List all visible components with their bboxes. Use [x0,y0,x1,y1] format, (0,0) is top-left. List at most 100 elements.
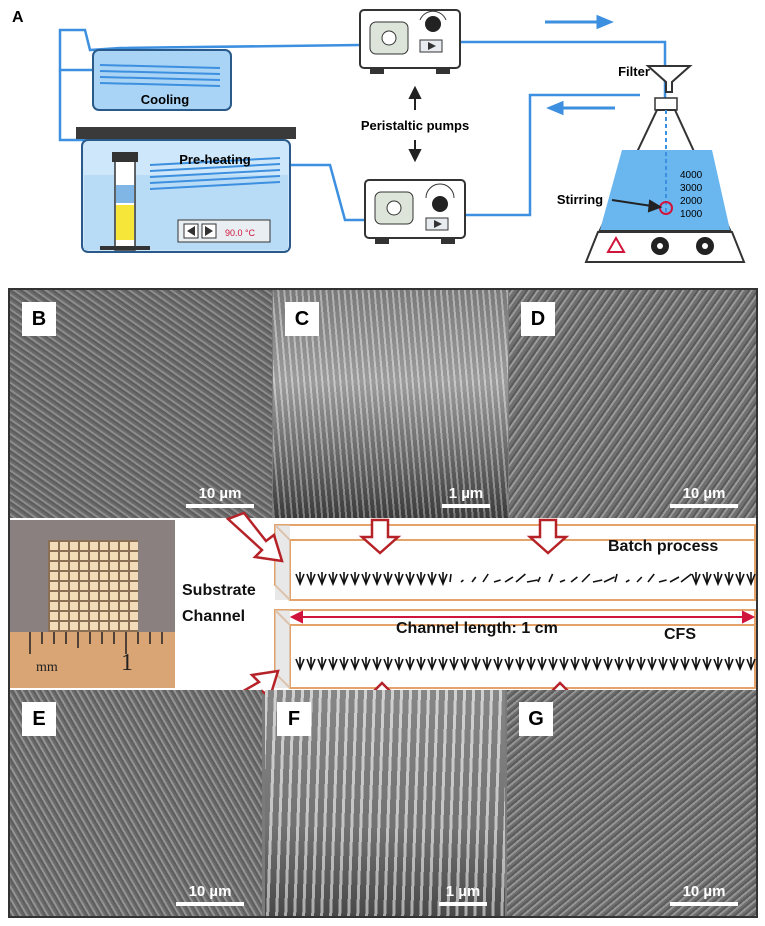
nanorod-glyph [515,573,526,583]
panel-a-diagram: A Cooling [12,9,746,263]
hotplate-lid [76,127,296,139]
nanorod-glyph [559,579,566,583]
scale-bar-e: 10 µm [176,883,244,906]
sem-panel-b: B 10 µm [10,290,272,518]
nanorod-glyph [306,657,316,672]
peristaltic-pump-top [359,9,461,74]
nanorod-glyph [482,657,492,672]
nanorod-glyph [625,579,630,583]
panel-letter-e: E [22,702,56,736]
nanorod-glyph [372,572,382,587]
nanorod-glyph [636,576,643,583]
nanorod-glyph [504,576,514,583]
nanorod-glyph [537,576,541,583]
substrate-label: Substrate [182,582,256,599]
temp-display: 90.0 °C [225,228,256,238]
panel-letter-c: C [285,302,319,336]
nanorod-glyph [669,576,680,583]
nanorod-glyph [691,657,701,672]
nanorod-glyph [394,657,404,672]
nanorod-glyph [350,572,360,587]
nanorod-glyph [317,657,327,672]
scale-bar-d: 10 µm [670,485,738,508]
ruler-number-label: 1 [121,650,133,676]
filter-label: Filter [618,64,650,79]
channel-schematic [223,511,756,705]
nanorod-glyph [735,657,745,672]
batch-channel [274,524,756,601]
scale-bar-g: 10 µm [670,883,738,906]
scale-text-e: 10 µm [188,883,232,900]
nanorod-glyph [350,657,360,672]
nanorod-glyph [405,572,415,587]
filter-funnel [645,65,693,93]
nanorod-glyph [537,657,547,672]
pumps-label: Peristaltic pumps [361,118,469,133]
nanorod-glyph [658,579,667,583]
nanorod-row-batch [295,572,756,587]
nanorod-glyph [647,657,657,672]
scale-bar-c: 1 µm [442,485,490,508]
flow-arrows [545,14,615,116]
nanorod-glyph [658,657,668,672]
nanorod-glyph [614,573,618,583]
nanorod-glyph [724,572,734,587]
scale-bar-f: 1 µm [439,883,487,906]
nanorod-glyph [735,572,745,587]
nanorod-glyph [724,657,734,672]
nanorod-glyph [647,573,655,583]
nanorod-glyph [438,572,448,587]
nanorod-glyph [317,572,327,587]
nanorod-row-cfs [295,657,756,672]
nanorod-glyph [471,657,481,672]
nanorod-glyph [449,657,459,672]
sem-panel-f: F 1 µm [265,690,505,916]
nanorod-glyph [614,657,624,672]
panel-letter-b: B [22,302,56,336]
nanorod-glyph [394,572,404,587]
nanorod-glyph [482,573,489,583]
nanorod-glyph [526,657,536,672]
preheating-label: Pre-heating [179,152,251,167]
nanorod-glyph [592,657,602,672]
channel-length-label: Channel length: 1 cm [396,620,558,637]
nanorod-glyph [416,572,426,587]
panel-letter-f: F [277,702,311,736]
stirring-arrow [611,199,663,213]
nanorod-glyph [306,572,316,587]
sem-panel-c: C 1 µm [273,290,508,518]
nanorod-glyph [493,579,501,583]
scale-bar-b: 10 µm [186,485,254,508]
sem-panel-e: E 10 µm [10,690,262,916]
cfs-label: CFS [664,626,696,643]
scale-text-b: 10 µm [198,485,242,502]
nanorod-glyph [603,657,613,672]
ruler [10,632,175,688]
nanorod-glyph [438,657,448,672]
nanorod-glyph [339,572,349,587]
stirring-label: Stirring [557,192,603,207]
nanorod-glyph [471,576,477,583]
nanorod-glyph [427,657,437,672]
nanorod-glyph [504,657,514,672]
panel-letter-g: G [519,702,553,736]
batch-flow-arrows [225,511,570,563]
nanorod-glyph [680,657,690,672]
nanorod-glyph [361,657,371,672]
nanorod-glyph [636,657,646,672]
nanorod-glyph [372,657,382,672]
nanorod-glyph [680,573,692,583]
scale-text-c: 1 µm [448,485,484,502]
nanorod-glyph [570,576,578,583]
nanorod-glyph [581,657,591,672]
nanorod-glyph [295,657,305,672]
nanorod-glyph [383,572,393,587]
nanorod-glyph [328,572,338,587]
stirring-plate [584,231,746,263]
nanorod-glyph [548,573,554,583]
nanorod-glyph [460,579,464,583]
nanorod-glyph [581,573,591,583]
batch-process-label: Batch process [608,538,719,555]
nanorod-glyph [515,657,525,672]
nanorod-glyph [559,657,569,672]
